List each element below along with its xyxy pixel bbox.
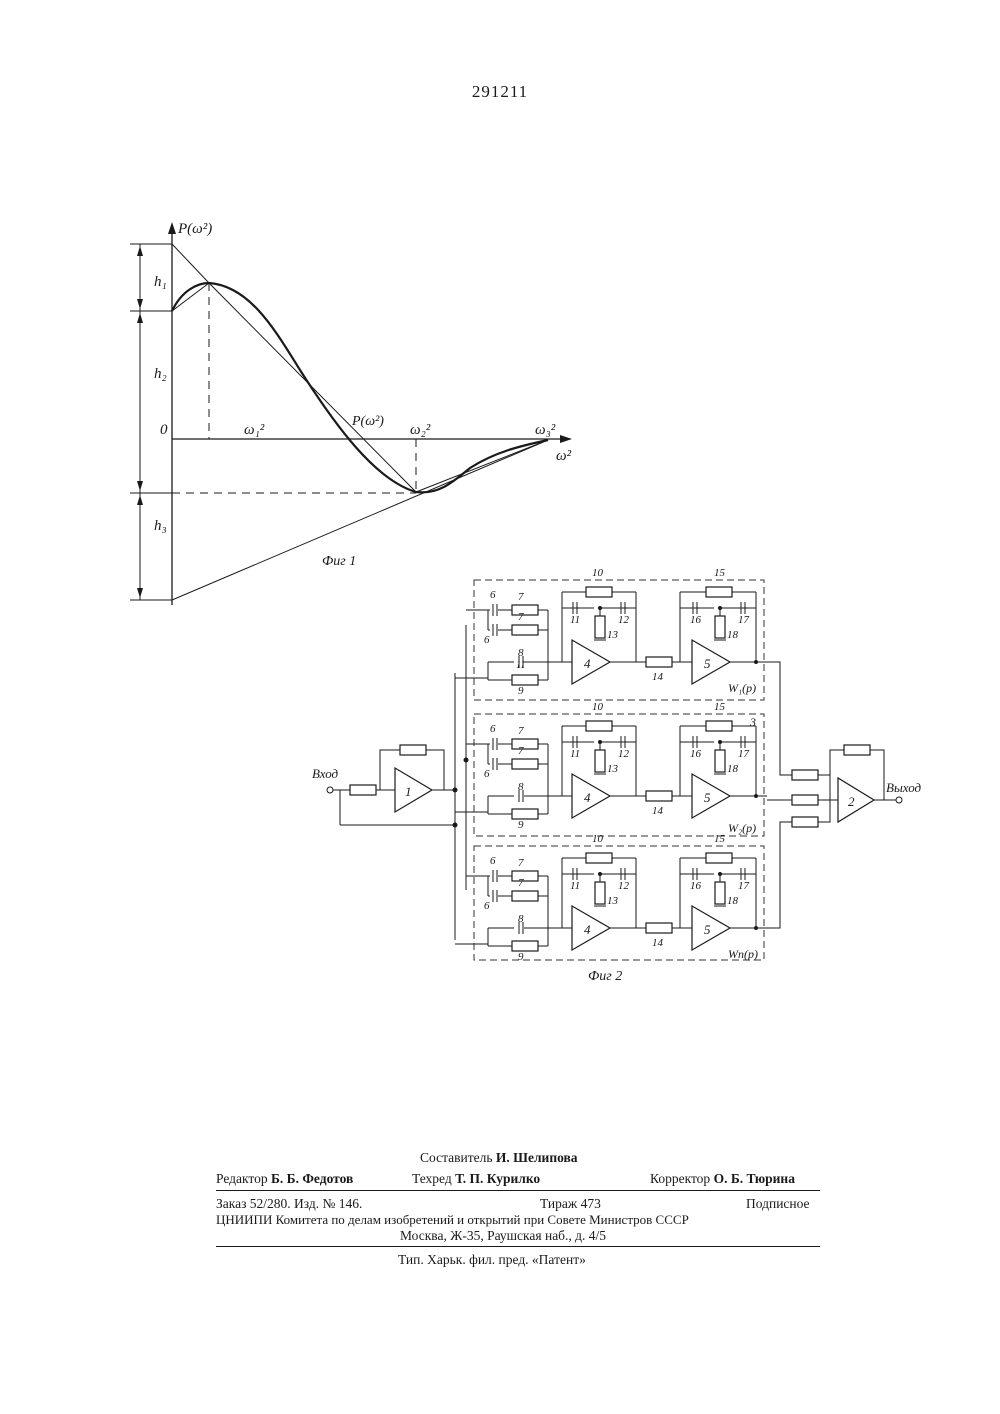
corrector-line: Корректор О. Б. Тюрина (650, 1171, 795, 1187)
svg-text:18: 18 (727, 763, 739, 775)
svg-text:6: 6 (484, 634, 490, 646)
svg-text:14: 14 (652, 805, 664, 817)
techred-line: Техред Т. П. Курилко (412, 1171, 540, 1187)
amp-2 (838, 778, 874, 822)
svg-text:8: 8 (518, 647, 524, 659)
svg-text:11: 11 (516, 660, 525, 671)
svg-text:12: 12 (618, 748, 630, 760)
svg-text:13: 13 (607, 895, 619, 907)
svg-text:6: 6 (484, 900, 490, 912)
svg-text:5: 5 (704, 656, 711, 671)
footer-divider-1 (216, 1190, 820, 1191)
svg-text:16: 16 (690, 880, 702, 892)
svg-text:16: 16 (690, 748, 702, 760)
institute: ЦНИИПИ Комитета по делам изобретений и о… (216, 1212, 820, 1228)
svg-text:10: 10 (592, 833, 604, 845)
svg-text:7: 7 (518, 591, 524, 603)
filter-block-3: Wn(p) 6 7 7 6 8 9 4 10 11 12 13 14 5 15 16 17 18 (455, 833, 767, 963)
filter-block-1: W₁(p)6776811941011121314515161718 (455, 567, 767, 700)
svg-text:13: 13 (607, 629, 619, 641)
svg-text:10: 10 (592, 567, 604, 579)
svg-text:15: 15 (714, 567, 726, 579)
filter-block-2: W₂(p) 6 7 7 6 8 9 4 10 11 12 13 14 5 15 16 17 18 (455, 701, 767, 836)
svg-text:7: 7 (518, 745, 524, 757)
svg-text:6: 6 (490, 723, 496, 735)
amp-4-block-1 (572, 640, 610, 684)
svg-text:W₂(p): W₂(p) (728, 821, 756, 835)
svg-text:12: 12 (618, 880, 630, 892)
amp-5-block-3 (692, 906, 730, 950)
svg-text:6: 6 (490, 855, 496, 867)
amp-1 (395, 768, 432, 812)
printer: Тип. Харьк. фил. пред. «Патент» (398, 1252, 586, 1268)
svg-text:8: 8 (518, 913, 524, 925)
svg-text:17: 17 (738, 748, 750, 760)
svg-text:11: 11 (570, 748, 580, 760)
svg-text:18: 18 (727, 895, 739, 907)
svg-text:18: 18 (727, 629, 739, 641)
svg-text:17: 17 (738, 614, 750, 626)
svg-text:Wn(p): Wn(p) (728, 947, 758, 961)
address: Москва, Ж-35, Раушская наб., д. 4/5 (400, 1228, 606, 1244)
svg-text:1: 1 (405, 784, 412, 799)
input-label: Вход (312, 766, 339, 781)
svg-text:6: 6 (490, 589, 496, 601)
output-terminal (896, 797, 902, 803)
svg-text:4: 4 (584, 656, 591, 671)
svg-text:9: 9 (518, 685, 524, 697)
svg-text:17: 17 (738, 880, 750, 892)
svg-text:7: 7 (518, 877, 524, 889)
svg-text:14: 14 (652, 671, 664, 683)
order-info: Заказ 52/280. Изд. № 146. (216, 1196, 362, 1212)
amp-4-block-3 (572, 906, 610, 950)
svg-text:13: 13 (607, 763, 619, 775)
compiler-line: Составитель И. Шелипова (420, 1150, 578, 1166)
amp-4-block-2 (572, 774, 610, 818)
svg-text:9: 9 (518, 951, 524, 963)
print-run: Тираж 473 (540, 1196, 601, 1212)
svg-text:12: 12 (618, 614, 630, 626)
svg-text:6: 6 (484, 768, 490, 780)
svg-text:4: 4 (584, 922, 591, 937)
footer-divider-2 (216, 1246, 820, 1247)
amp-5-block-2 (692, 774, 730, 818)
svg-text:7: 7 (518, 857, 524, 869)
svg-text:11: 11 (570, 614, 580, 626)
fig2-caption: Фиг 2 (588, 969, 622, 984)
svg-text:4: 4 (584, 790, 591, 805)
svg-text:11: 11 (570, 880, 580, 892)
input-terminal (327, 787, 333, 793)
svg-text:8: 8 (518, 781, 524, 793)
svg-text:3: 3 (749, 715, 756, 729)
svg-text:5: 5 (704, 790, 711, 805)
svg-text:10: 10 (592, 701, 604, 713)
svg-text:7: 7 (518, 725, 524, 737)
subscription: Подписное (746, 1196, 810, 1212)
svg-text:15: 15 (714, 701, 726, 713)
output-label: Выход (886, 780, 922, 795)
editor-line: Редактор Б. Б. Федотов (216, 1171, 353, 1187)
svg-text:2: 2 (848, 794, 855, 809)
svg-text:15: 15 (714, 833, 726, 845)
svg-text:W₁(p): W₁(p) (728, 681, 756, 695)
svg-text:9: 9 (518, 819, 524, 831)
svg-text:7: 7 (518, 611, 524, 623)
amp-5-block-1 (692, 640, 730, 684)
svg-text:5: 5 (704, 922, 711, 937)
svg-text:16: 16 (690, 614, 702, 626)
svg-text:14: 14 (652, 937, 664, 949)
